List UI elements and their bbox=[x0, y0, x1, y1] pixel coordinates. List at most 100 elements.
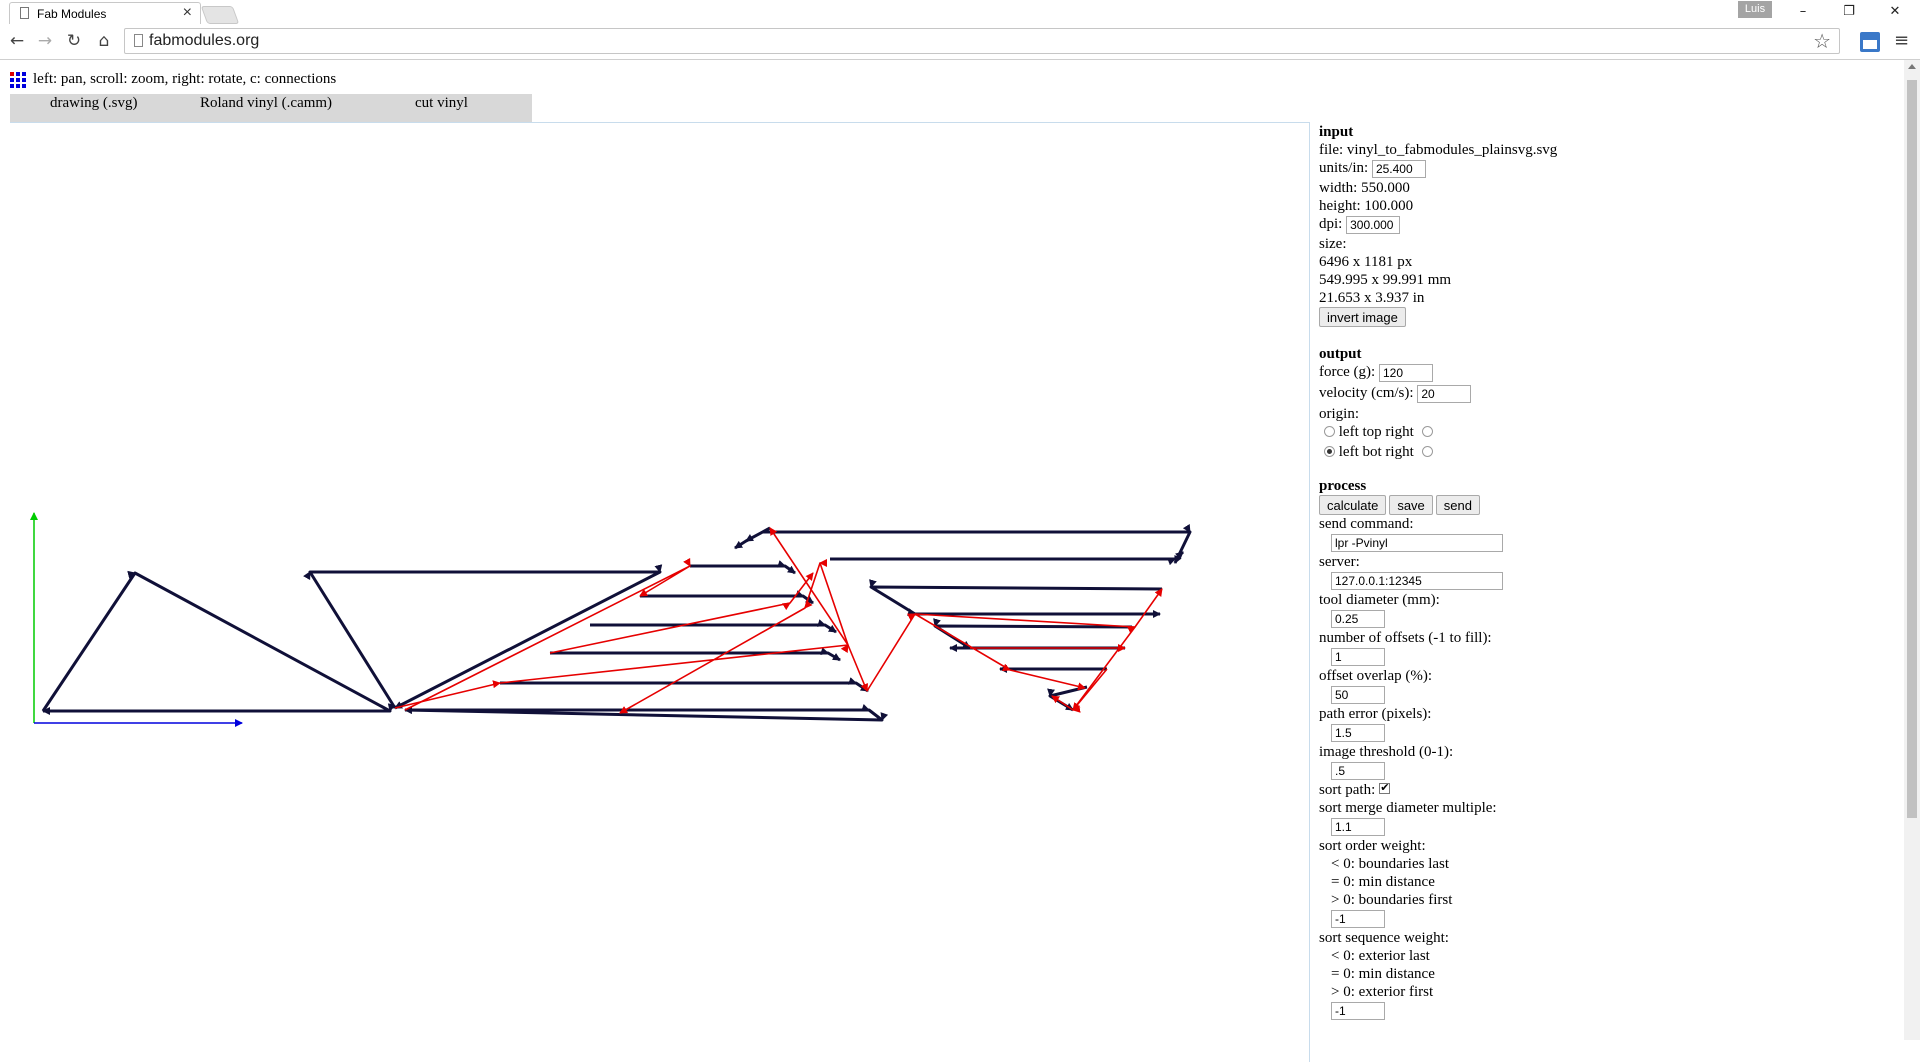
size-label: size: bbox=[1319, 236, 1347, 252]
connection-segment bbox=[394, 558, 849, 714]
toolpath-segment bbox=[690, 560, 796, 575]
offsets-input[interactable] bbox=[1331, 647, 1385, 666]
toolpath-group bbox=[41, 523, 1192, 722]
calculate-button[interactable]: calculate bbox=[1319, 495, 1387, 515]
toolpath-segment bbox=[590, 619, 837, 634]
origin-bot-right-label: bot right bbox=[1362, 444, 1414, 460]
units-input[interactable] bbox=[1371, 159, 1426, 178]
origin-bot-left-radio[interactable] bbox=[1324, 446, 1335, 457]
merge-input[interactable] bbox=[1331, 817, 1385, 836]
forward-icon[interactable]: → bbox=[37, 31, 53, 51]
page-scrollbar[interactable] bbox=[1904, 60, 1920, 1040]
toolpath-segment bbox=[869, 579, 1163, 618]
sequence-gt-text: > 0: exterior first bbox=[1331, 984, 1434, 1000]
module-output-format[interactable]: Roland vinyl (.camm) bbox=[200, 95, 333, 111]
scroll-up-icon[interactable] bbox=[1908, 64, 1916, 69]
origin-bot-left-label: left bbox=[1338, 444, 1359, 460]
size-in: 21.653 x 3.937 in bbox=[1319, 290, 1425, 306]
size-mm: 549.995 x 99.991 mm bbox=[1319, 272, 1452, 288]
dpi-input[interactable] bbox=[1346, 215, 1401, 234]
origin-top-right-radio[interactable] bbox=[1421, 426, 1433, 437]
toolpath-canvas[interactable] bbox=[10, 123, 1308, 1041]
connection-segment bbox=[866, 588, 1163, 692]
help-text: left: pan, scroll: zoom, right: rotate, … bbox=[33, 71, 337, 87]
merge-label: sort merge diameter multiple: bbox=[1319, 800, 1497, 816]
scrollbar-thumb[interactable] bbox=[1907, 80, 1917, 818]
path-error-input[interactable] bbox=[1331, 723, 1385, 742]
send-command-input[interactable] bbox=[1331, 533, 1503, 552]
connection-group bbox=[394, 527, 1163, 714]
bookmark-star-icon[interactable]: ☆ bbox=[1813, 29, 1831, 53]
order-weight-label: sort order weight: bbox=[1319, 838, 1426, 854]
toolpath-segment bbox=[41, 570, 396, 715]
toolpath-segment bbox=[500, 677, 869, 693]
module-breadcrumb: drawing (.svg) Roland vinyl (.camm) cut … bbox=[10, 94, 532, 122]
order-weight-input[interactable] bbox=[1331, 909, 1385, 928]
minimize-button[interactable]: – bbox=[1799, 4, 1807, 19]
connection-segment bbox=[914, 613, 1086, 691]
connection-segment bbox=[847, 644, 869, 692]
restore-button[interactable]: ❐ bbox=[1843, 4, 1855, 19]
page-icon bbox=[20, 7, 29, 19]
force-label: force (g): bbox=[1319, 364, 1376, 380]
back-icon[interactable]: ← bbox=[9, 31, 25, 51]
threshold-input[interactable] bbox=[1331, 761, 1385, 780]
offsets-label: number of offsets (-1 to fill): bbox=[1319, 630, 1492, 646]
process-heading: process bbox=[1319, 478, 1367, 494]
size-px: 6496 x 1181 px bbox=[1319, 254, 1413, 270]
server-label: server: bbox=[1319, 554, 1360, 570]
address-bar[interactable]: fabmodules.org ☆ bbox=[124, 28, 1840, 54]
module-process[interactable]: cut vinyl bbox=[415, 95, 468, 111]
threshold-label: image threshold (0-1): bbox=[1319, 744, 1454, 760]
connection-segment bbox=[1072, 668, 1108, 711]
sequence-weight-input[interactable] bbox=[1331, 1001, 1385, 1020]
overlap-input[interactable] bbox=[1331, 685, 1385, 704]
save-button[interactable]: save bbox=[1389, 495, 1433, 515]
send-button[interactable]: send bbox=[1435, 495, 1480, 515]
control-panel: input file: vinyl_to_fabmodules_plainsvg… bbox=[1319, 123, 1879, 1021]
reload-icon[interactable]: ↻ bbox=[66, 31, 82, 51]
home-icon[interactable]: ⌂ bbox=[98, 31, 110, 51]
origin-bot-right-radio[interactable] bbox=[1421, 446, 1433, 457]
module-input-format[interactable]: drawing (.svg) bbox=[50, 95, 138, 111]
menu-icon[interactable]: ≡ bbox=[1894, 30, 1910, 51]
browser-tab-bar: Fab Modules × Luis – ❐ ✕ bbox=[0, 0, 1920, 24]
toolpath-segment bbox=[734, 526, 771, 550]
send-command-label: send command: bbox=[1319, 516, 1414, 532]
origin-top-right-label: top right bbox=[1362, 424, 1414, 440]
output-heading: output bbox=[1319, 346, 1362, 362]
height-label: height: 100.000 bbox=[1319, 198, 1414, 214]
origin-top-left-label: left bbox=[1338, 424, 1359, 440]
velocity-input[interactable] bbox=[1417, 384, 1472, 403]
tool-diameter-input[interactable] bbox=[1331, 609, 1385, 628]
toolpath-segment bbox=[404, 703, 889, 722]
toolpath-segment bbox=[640, 590, 814, 605]
extension-icon[interactable] bbox=[1860, 32, 1880, 52]
connection-segment bbox=[549, 572, 814, 654]
sort-path-checkbox[interactable] bbox=[1379, 779, 1391, 797]
force-input[interactable] bbox=[1378, 363, 1433, 382]
new-tab-button[interactable] bbox=[200, 6, 240, 24]
profile-badge[interactable]: Luis bbox=[1738, 1, 1772, 18]
fab-logo-icon[interactable] bbox=[10, 72, 28, 90]
overlap-label: offset overlap (%): bbox=[1319, 668, 1433, 684]
toolpath-segment bbox=[303, 564, 663, 710]
toolpath-segment bbox=[830, 550, 1184, 566]
browser-tab[interactable]: Fab Modules × bbox=[9, 2, 201, 24]
input-heading: input bbox=[1319, 124, 1354, 140]
sequence-weight-label: sort sequence weight: bbox=[1319, 930, 1449, 946]
dpi-label: dpi: bbox=[1319, 216, 1343, 232]
velocity-label: velocity (cm/s): bbox=[1319, 385, 1414, 401]
close-window-button[interactable]: ✕ bbox=[1889, 4, 1901, 19]
server-input[interactable] bbox=[1331, 571, 1503, 590]
invert-image-button[interactable]: invert image bbox=[1319, 307, 1406, 327]
origin-label: origin: bbox=[1319, 406, 1359, 422]
origin-top-left-radio[interactable] bbox=[1324, 426, 1335, 437]
toolpath-viewer[interactable] bbox=[10, 122, 1310, 1062]
tab-close-icon[interactable]: × bbox=[182, 4, 192, 21]
units-label: units/in: bbox=[1319, 160, 1369, 176]
sort-path-label: sort path: bbox=[1319, 782, 1376, 798]
width-label: width: 550.000 bbox=[1319, 180, 1410, 196]
connection-segment bbox=[769, 527, 849, 646]
order-eq-text: = 0: min distance bbox=[1331, 874, 1435, 890]
